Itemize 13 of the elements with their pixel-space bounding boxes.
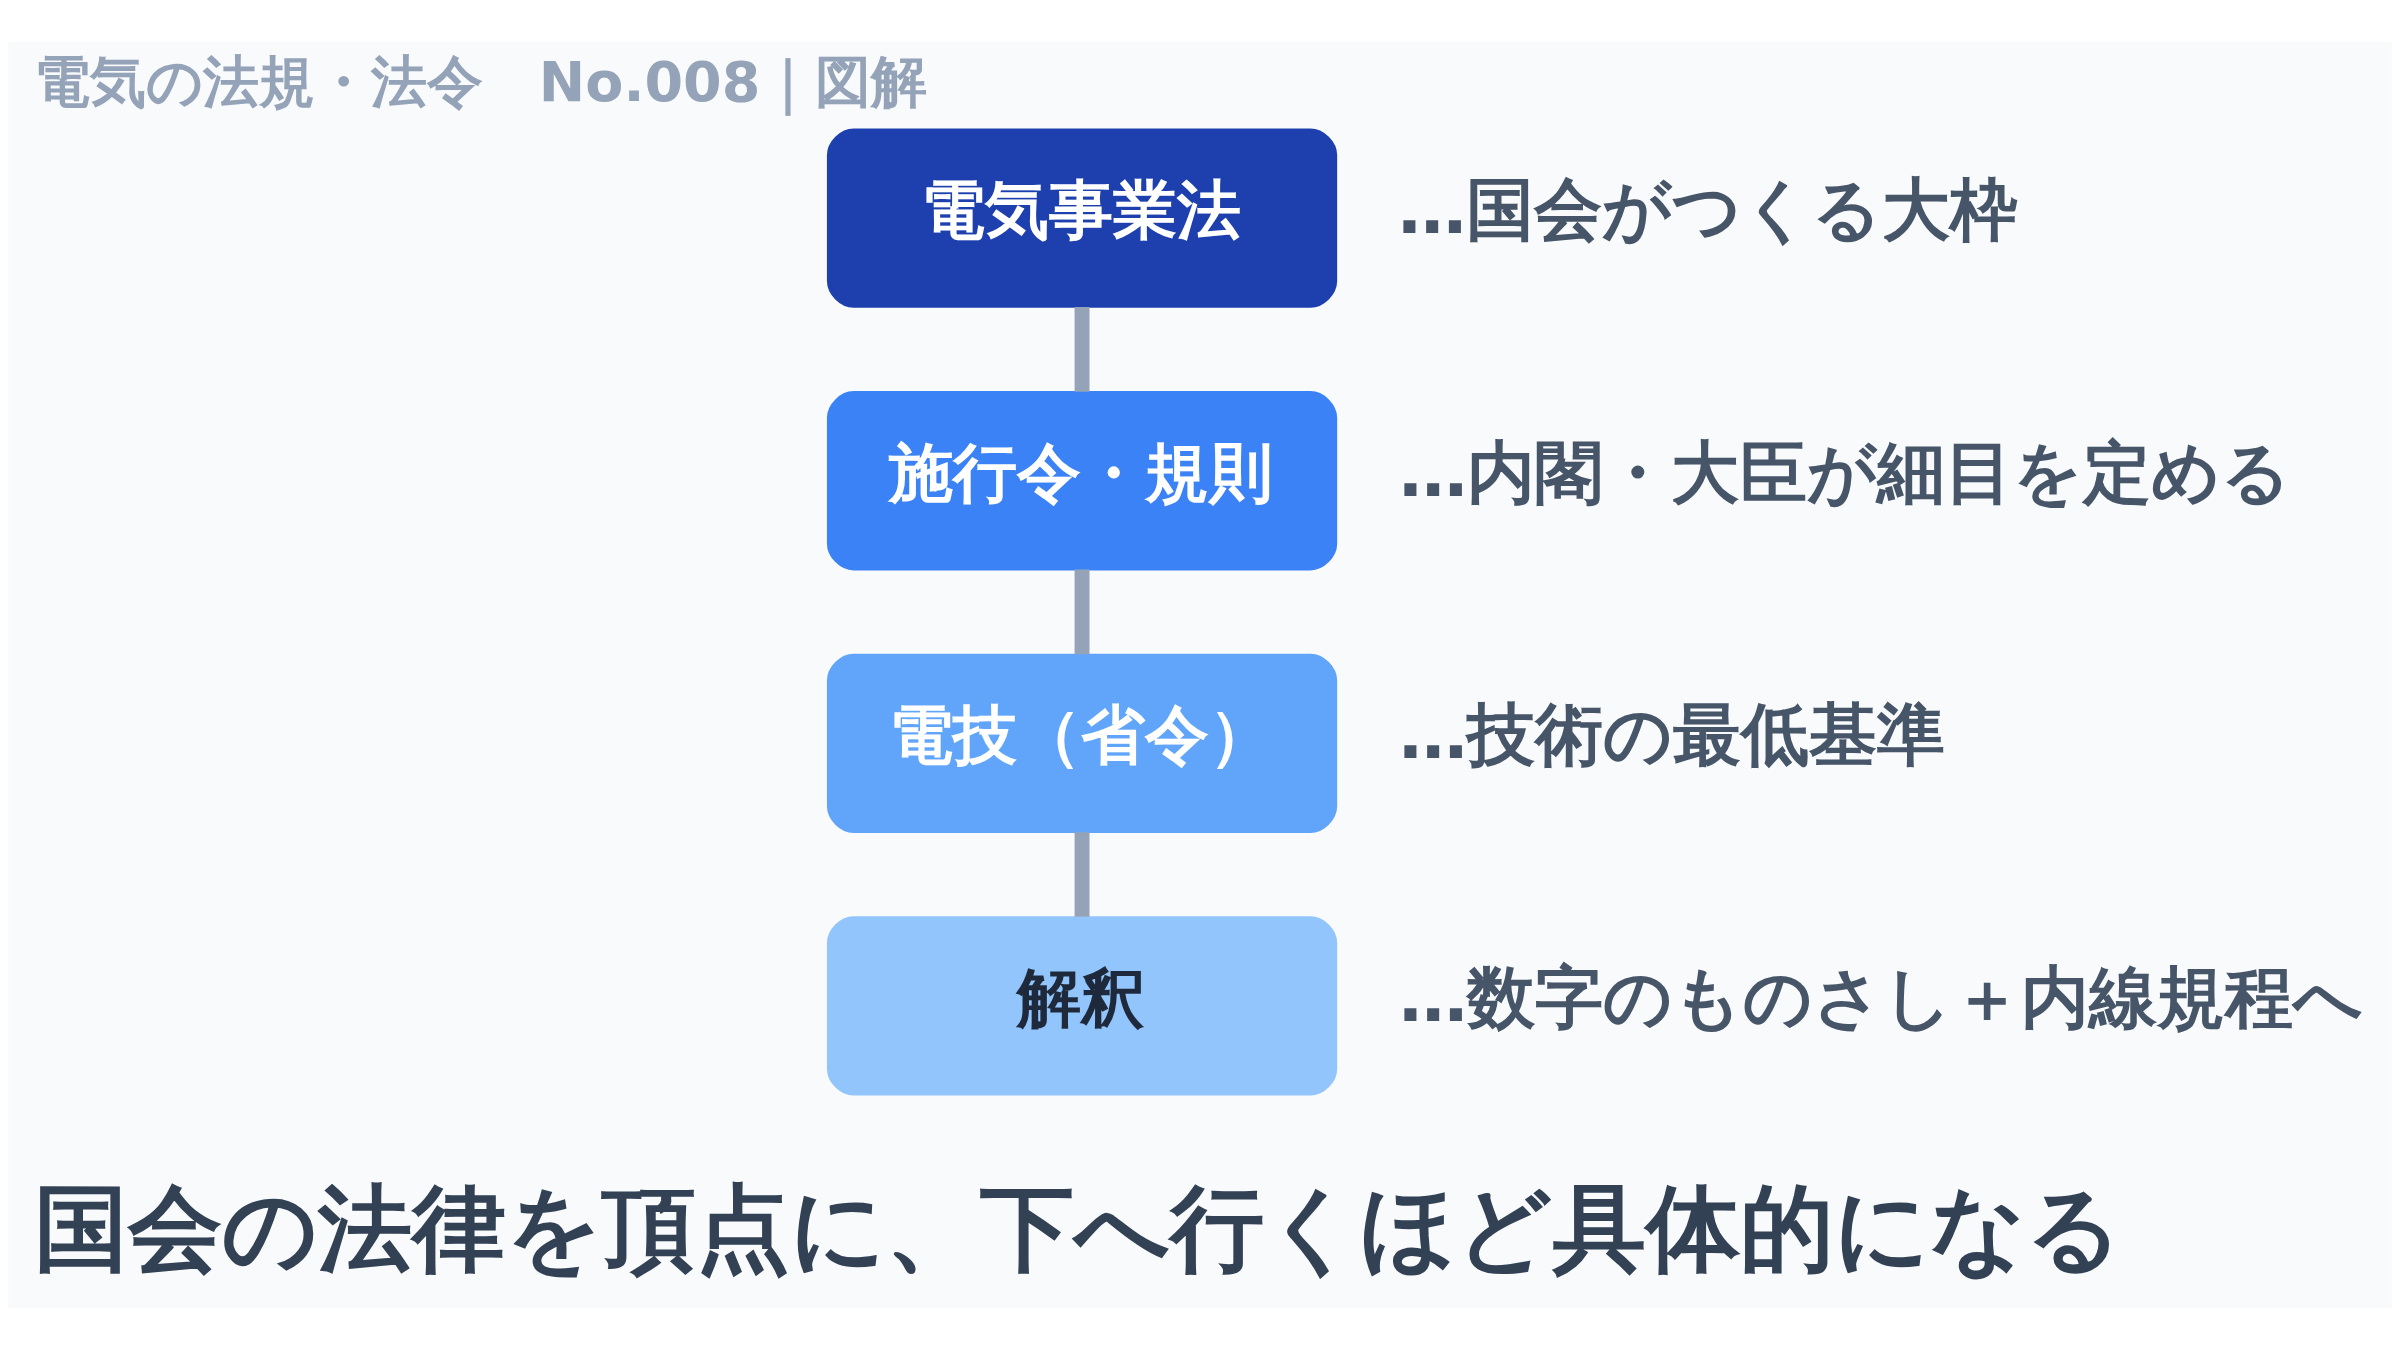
connector (1074, 832, 1090, 917)
node-label: …国会がつくる大枠 (1398, 170, 2019, 250)
node-box: 電気事業法 (826, 128, 1338, 308)
node-box: 電技（省令） (826, 653, 1338, 833)
caption: 国会の法律を頂点に、下へ行くほど具体的になる (33, 1174, 2122, 1284)
node-box: 施行令・規則 (826, 391, 1338, 571)
diagram-title: 電気の法規・法令 No.008｜図解 (33, 49, 928, 115)
connector (1074, 569, 1090, 655)
node-label: …内閣・大臣が細目を定める (1399, 432, 2292, 512)
node-box: 解釈 (826, 916, 1338, 1096)
connector (1074, 307, 1090, 392)
node-label: …数字のものさし＋内線規程へ (1399, 958, 2364, 1038)
node-label: …技術の最低基準 (1399, 695, 1946, 775)
